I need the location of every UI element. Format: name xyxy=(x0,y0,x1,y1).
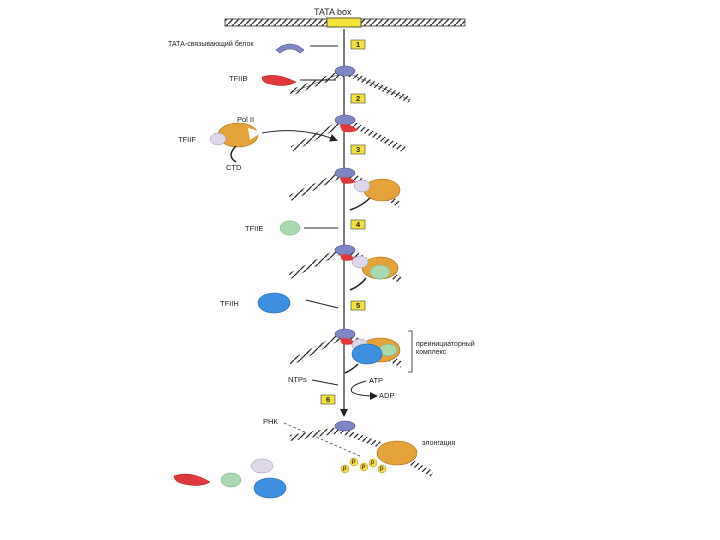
tfiif-icon xyxy=(210,133,226,145)
adp-label: ADP xyxy=(379,391,394,400)
pol-ii-elongating xyxy=(377,441,417,465)
stage6-preinitiation-complex: преинициаторный комплекс xyxy=(290,329,475,373)
released-tfiih-icon xyxy=(254,478,286,498)
released-tfiib-icon xyxy=(174,474,210,486)
tfiib-icon xyxy=(262,75,296,85)
tfiie-icon xyxy=(280,221,300,235)
tfiih-label: TFIIH xyxy=(220,299,239,308)
phosphate-label: P xyxy=(352,460,356,466)
tata-box-label: TATA box xyxy=(314,7,352,17)
ctd-label: CTD xyxy=(226,163,242,172)
step-1: 1 xyxy=(356,40,360,49)
released-tfiif-icon xyxy=(251,459,273,473)
ntps-label: NTPs xyxy=(288,375,307,384)
tfiih-icon xyxy=(258,293,290,313)
tata-box xyxy=(327,18,361,27)
top-dna: TATA box xyxy=(225,7,465,27)
stage3-bent-dna: Pol II TFIIF CTD xyxy=(178,115,405,172)
step1-tbp: ТАТА-связывающий белок xyxy=(168,40,338,53)
step-5: 5 xyxy=(356,301,360,310)
pol-ii-label: Pol II xyxy=(237,115,254,124)
tbp-icon xyxy=(276,44,304,53)
tbp-bound xyxy=(335,66,355,76)
stage5-complex: TFIIH xyxy=(220,245,400,313)
ctd-tail xyxy=(231,146,236,162)
preinit-label-line1: преинициаторный xyxy=(416,340,475,348)
tbp-bound xyxy=(335,115,355,125)
atp-label: ATP xyxy=(369,376,383,385)
phosphate-group: P P P P P xyxy=(341,458,386,473)
stage4-complex: TFIIE xyxy=(245,168,400,235)
released-tfiie-icon xyxy=(221,473,241,487)
phosphate-label: P xyxy=(343,467,347,473)
tfiib-label: TFIIB xyxy=(229,74,247,83)
preinit-bracket xyxy=(408,331,412,372)
stage2-bent-dna: TFIIB xyxy=(229,66,410,100)
phosphate-label: P xyxy=(380,467,384,473)
rnk-label: РНК xyxy=(263,417,278,426)
tbp-label: ТАТА-связывающий белок xyxy=(168,40,254,48)
tfiif-label: TFIIF xyxy=(178,135,196,144)
phosphate-label: P xyxy=(371,461,375,467)
step-6: 6 xyxy=(326,395,330,404)
preinit-label-line2: комплекс xyxy=(416,349,447,356)
tfiie-label: TFIIE xyxy=(245,224,263,233)
released-factors xyxy=(174,459,286,498)
phosphate-label: P xyxy=(362,465,366,471)
step-2: 2 xyxy=(356,94,360,103)
energy-step: NTPs ATP ADP xyxy=(288,375,394,400)
elongation-label: элонгация xyxy=(422,440,456,447)
stage7-elongation: РНК элонгация P P P P P xyxy=(263,417,456,474)
step-3: 3 xyxy=(356,145,360,154)
